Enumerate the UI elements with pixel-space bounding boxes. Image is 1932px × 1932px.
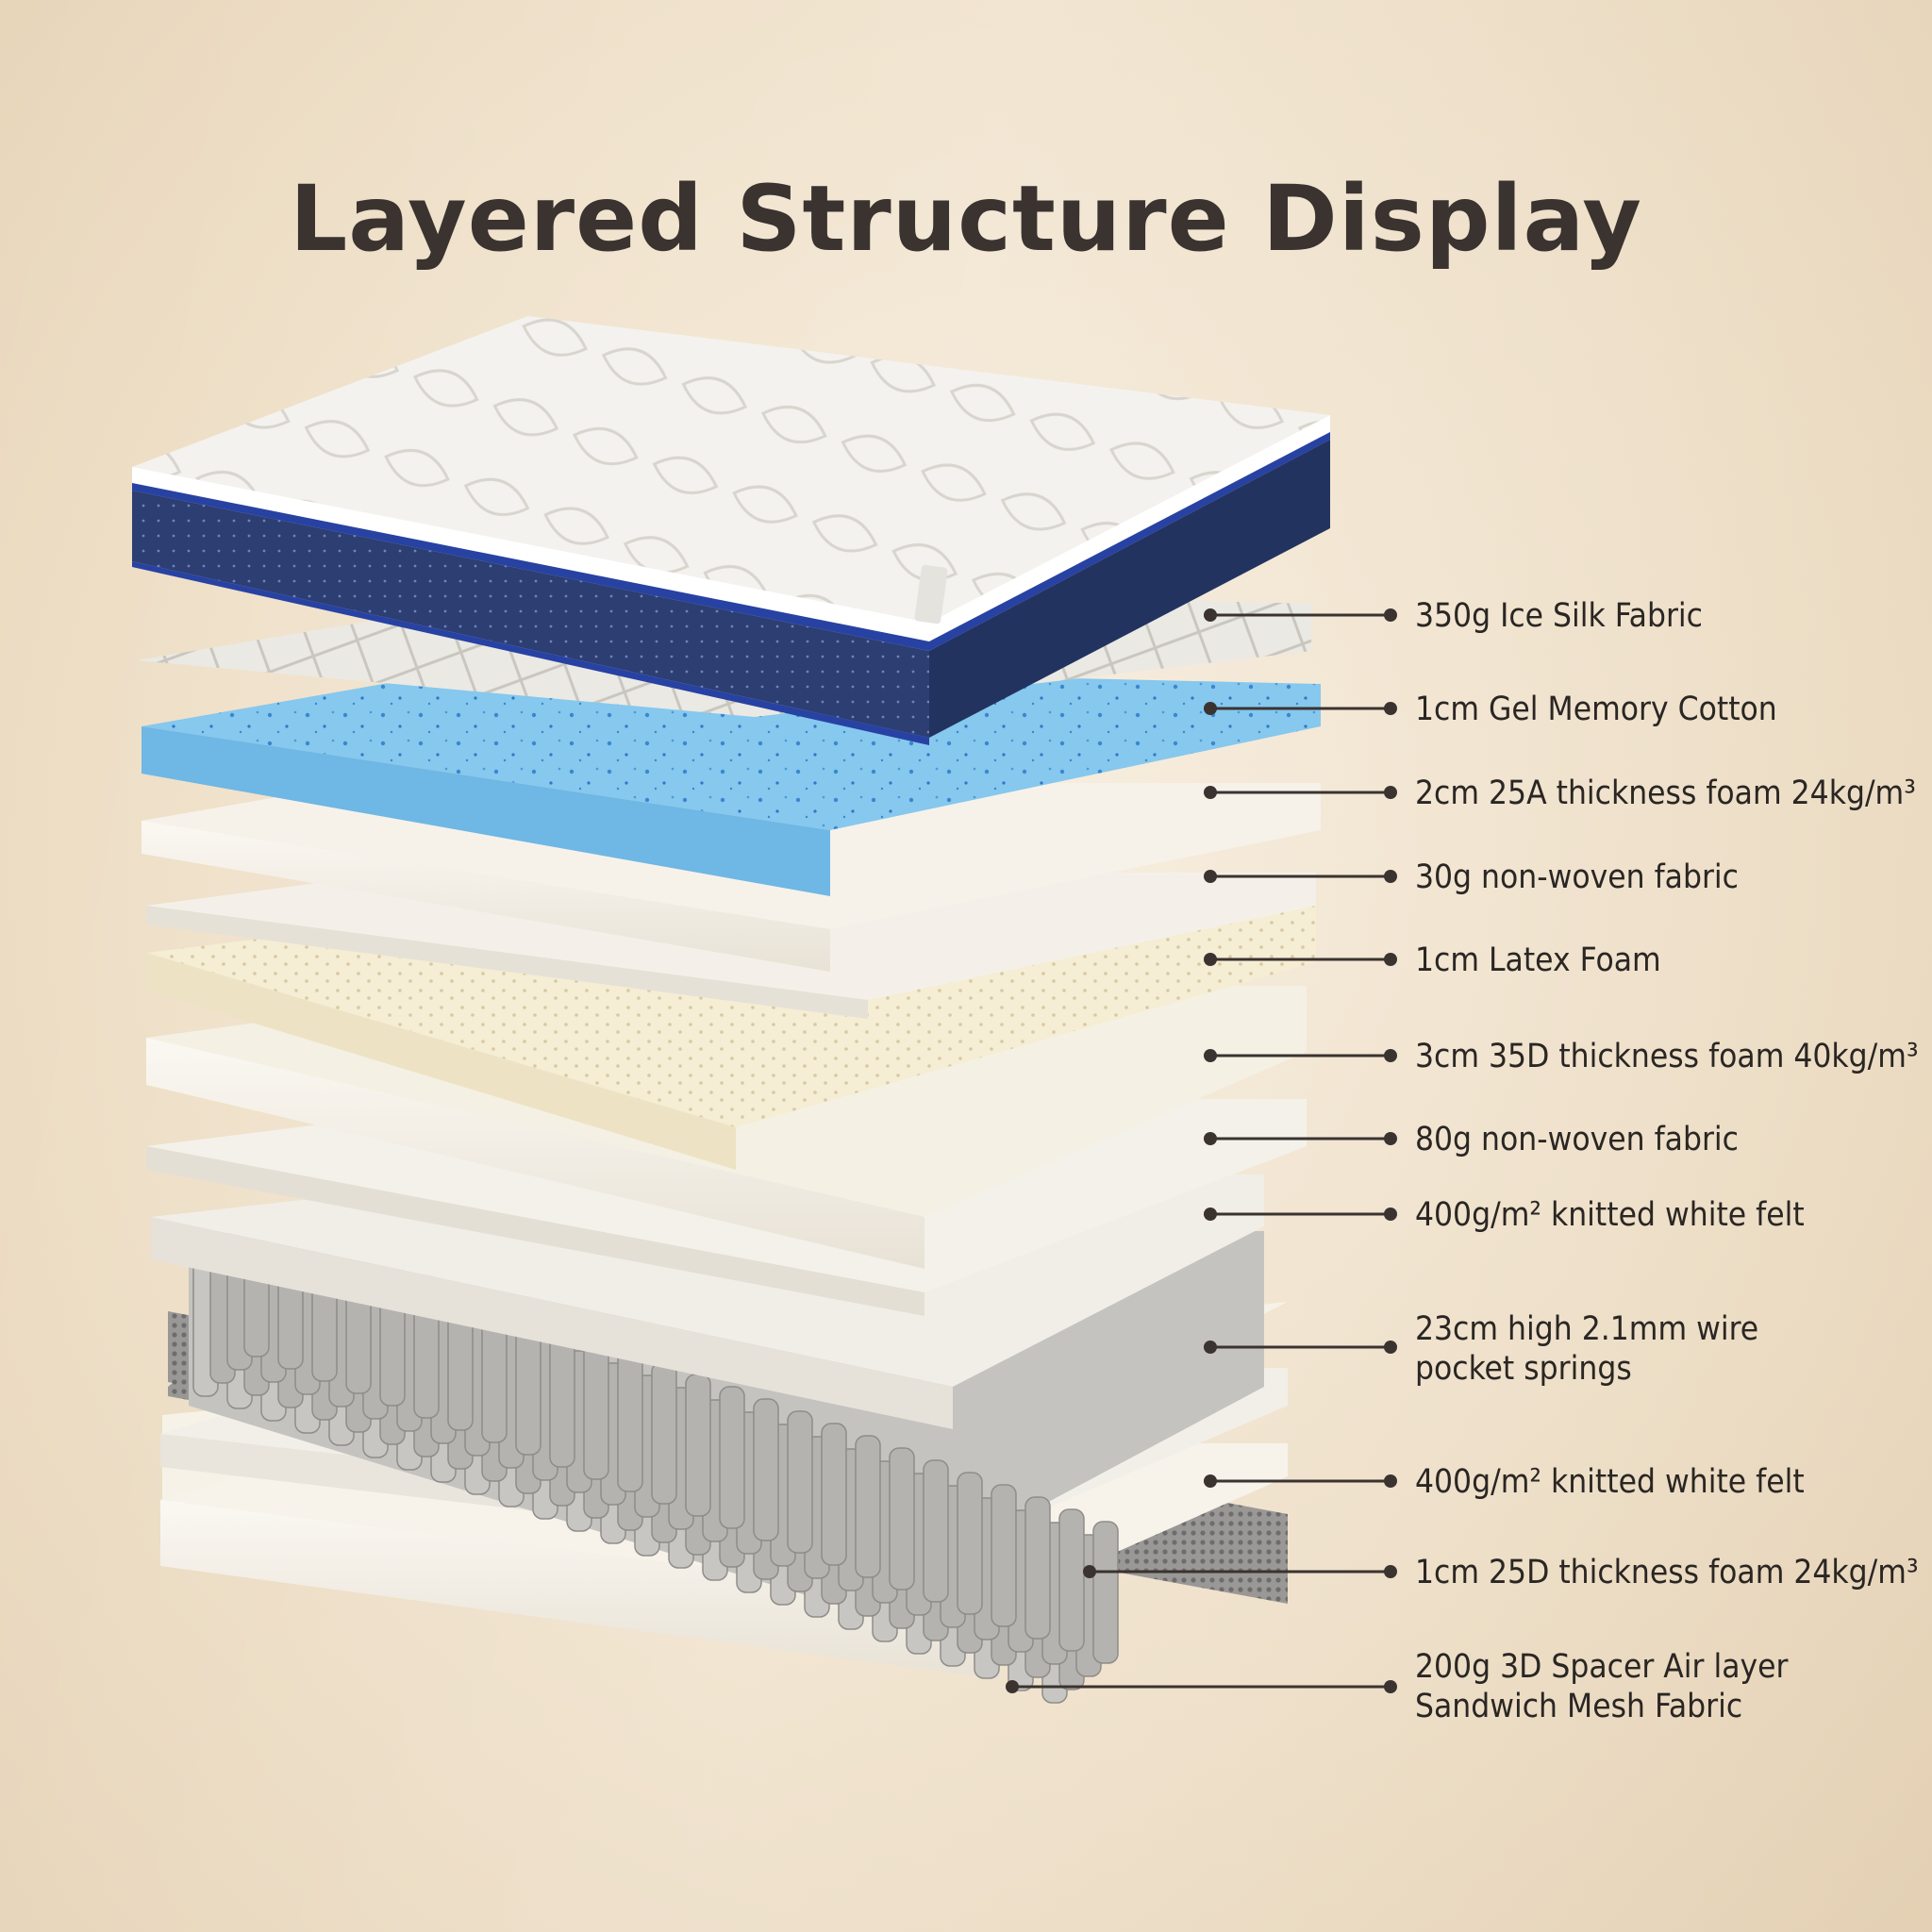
layer-label: 350g Ice Silk Fabric bbox=[1415, 596, 1703, 636]
leader-dot bbox=[1083, 1565, 1096, 1578]
layer-label: 1cm Latex Foam bbox=[1415, 941, 1661, 980]
layer-label: 1cm 25D thickness foam 24kg/m³ bbox=[1415, 1553, 1919, 1592]
leader-dot bbox=[1204, 786, 1217, 799]
spring-coil bbox=[889, 1447, 915, 1591]
gel-foam-face bbox=[142, 726, 830, 896]
nonwoven-30g-face bbox=[146, 906, 868, 1019]
layer-label: 80g non-woven fabric bbox=[1415, 1120, 1739, 1159]
leader-dot bbox=[1384, 702, 1397, 715]
layer-label-line: 30g non-woven fabric bbox=[1415, 858, 1739, 896]
spring-coil bbox=[787, 1410, 813, 1554]
spring-coil bbox=[821, 1423, 847, 1566]
leader-dot bbox=[1384, 1680, 1397, 1693]
layer-label-line: 1cm Gel Memory Cotton bbox=[1415, 691, 1777, 728]
leader-dot bbox=[1384, 1565, 1397, 1578]
foam-35d-face bbox=[146, 1038, 924, 1269]
nonwoven-80g-face bbox=[146, 1146, 924, 1316]
leader-lines bbox=[1006, 608, 1397, 1693]
felt-top-face bbox=[151, 1217, 953, 1429]
leader-dot bbox=[1384, 870, 1397, 883]
spring-coil bbox=[855, 1435, 881, 1578]
layer-label: 30g non-woven fabric bbox=[1415, 858, 1739, 897]
leader-dot bbox=[1204, 608, 1217, 622]
spring-coil bbox=[1024, 1496, 1051, 1640]
leader-dot bbox=[1384, 1474, 1397, 1488]
foam-25a-face bbox=[142, 821, 830, 972]
layer-label: 1cm Gel Memory Cotton bbox=[1415, 690, 1777, 729]
layer-label-line: 2cm 25A thickness foam 24kg/m³ bbox=[1415, 774, 1916, 812]
layer-label: 3cm 35D thickness foam 40kg/m³ bbox=[1415, 1037, 1919, 1076]
leader-dot bbox=[1384, 953, 1397, 966]
spring-coil bbox=[923, 1459, 949, 1603]
mattress-top bbox=[132, 316, 1330, 745]
layer-label-line: 400g/m² knitted white felt bbox=[1415, 1463, 1805, 1501]
layer-label: 400g/m² knitted white felt bbox=[1415, 1462, 1805, 1502]
leader-dot bbox=[1204, 702, 1217, 715]
layer-label-line: 400g/m² knitted white felt bbox=[1415, 1196, 1805, 1234]
layer-label-line: 200g 3D Spacer Air layer bbox=[1415, 1648, 1789, 1686]
layer-label-line: 350g Ice Silk Fabric bbox=[1415, 597, 1703, 635]
spring-coil bbox=[957, 1472, 983, 1615]
layer-label-line: pocket springs bbox=[1415, 1350, 1632, 1388]
leader-dot bbox=[1204, 870, 1217, 883]
layer-label-line: 80g non-woven fabric bbox=[1415, 1121, 1739, 1158]
leader-dot bbox=[1204, 1132, 1217, 1145]
spring-coil bbox=[685, 1374, 711, 1517]
leader-dot bbox=[1384, 1132, 1397, 1145]
leader-dot bbox=[1204, 1049, 1217, 1062]
leader-dot bbox=[1384, 786, 1397, 799]
spring-coil bbox=[1092, 1521, 1119, 1664]
layer-label-line: 1cm 25D thickness foam 24kg/m³ bbox=[1415, 1554, 1919, 1591]
spring-coil bbox=[1058, 1508, 1085, 1652]
spring-coil bbox=[719, 1386, 745, 1529]
layer-label: 2cm 25A thickness foam 24kg/m³ bbox=[1415, 774, 1916, 813]
layer-label-line: 1cm Latex Foam bbox=[1415, 941, 1661, 979]
leader-dot bbox=[1204, 953, 1217, 966]
page-title: Layered Structure Display bbox=[290, 166, 1642, 273]
leader-dot bbox=[1006, 1680, 1019, 1693]
layer-label-line: Sandwich Mesh Fabric bbox=[1415, 1688, 1743, 1725]
gel-foam-surface bbox=[142, 665, 1321, 830]
leader-dot bbox=[1204, 1208, 1217, 1221]
leader-dot bbox=[1384, 1208, 1397, 1221]
spring-coil bbox=[583, 1337, 609, 1480]
layer-label-line: 3cm 35D thickness foam 40kg/m³ bbox=[1415, 1038, 1919, 1075]
foam-25d-face bbox=[160, 1500, 1000, 1679]
leader-dot bbox=[1204, 1341, 1217, 1354]
spring-coil bbox=[617, 1349, 643, 1492]
leader-dot bbox=[1384, 1049, 1397, 1062]
leader-dot bbox=[1384, 1341, 1397, 1354]
latex-face bbox=[146, 953, 736, 1170]
spring-coil bbox=[651, 1361, 677, 1505]
leader-dot bbox=[1384, 608, 1397, 622]
leader-dot bbox=[1204, 1474, 1217, 1488]
spring-coil bbox=[991, 1484, 1017, 1627]
spring-coil bbox=[753, 1398, 779, 1541]
layer-label-line: 23cm high 2.1mm wire bbox=[1415, 1310, 1759, 1348]
layer-label: 400g/m² knitted white felt bbox=[1415, 1195, 1805, 1235]
